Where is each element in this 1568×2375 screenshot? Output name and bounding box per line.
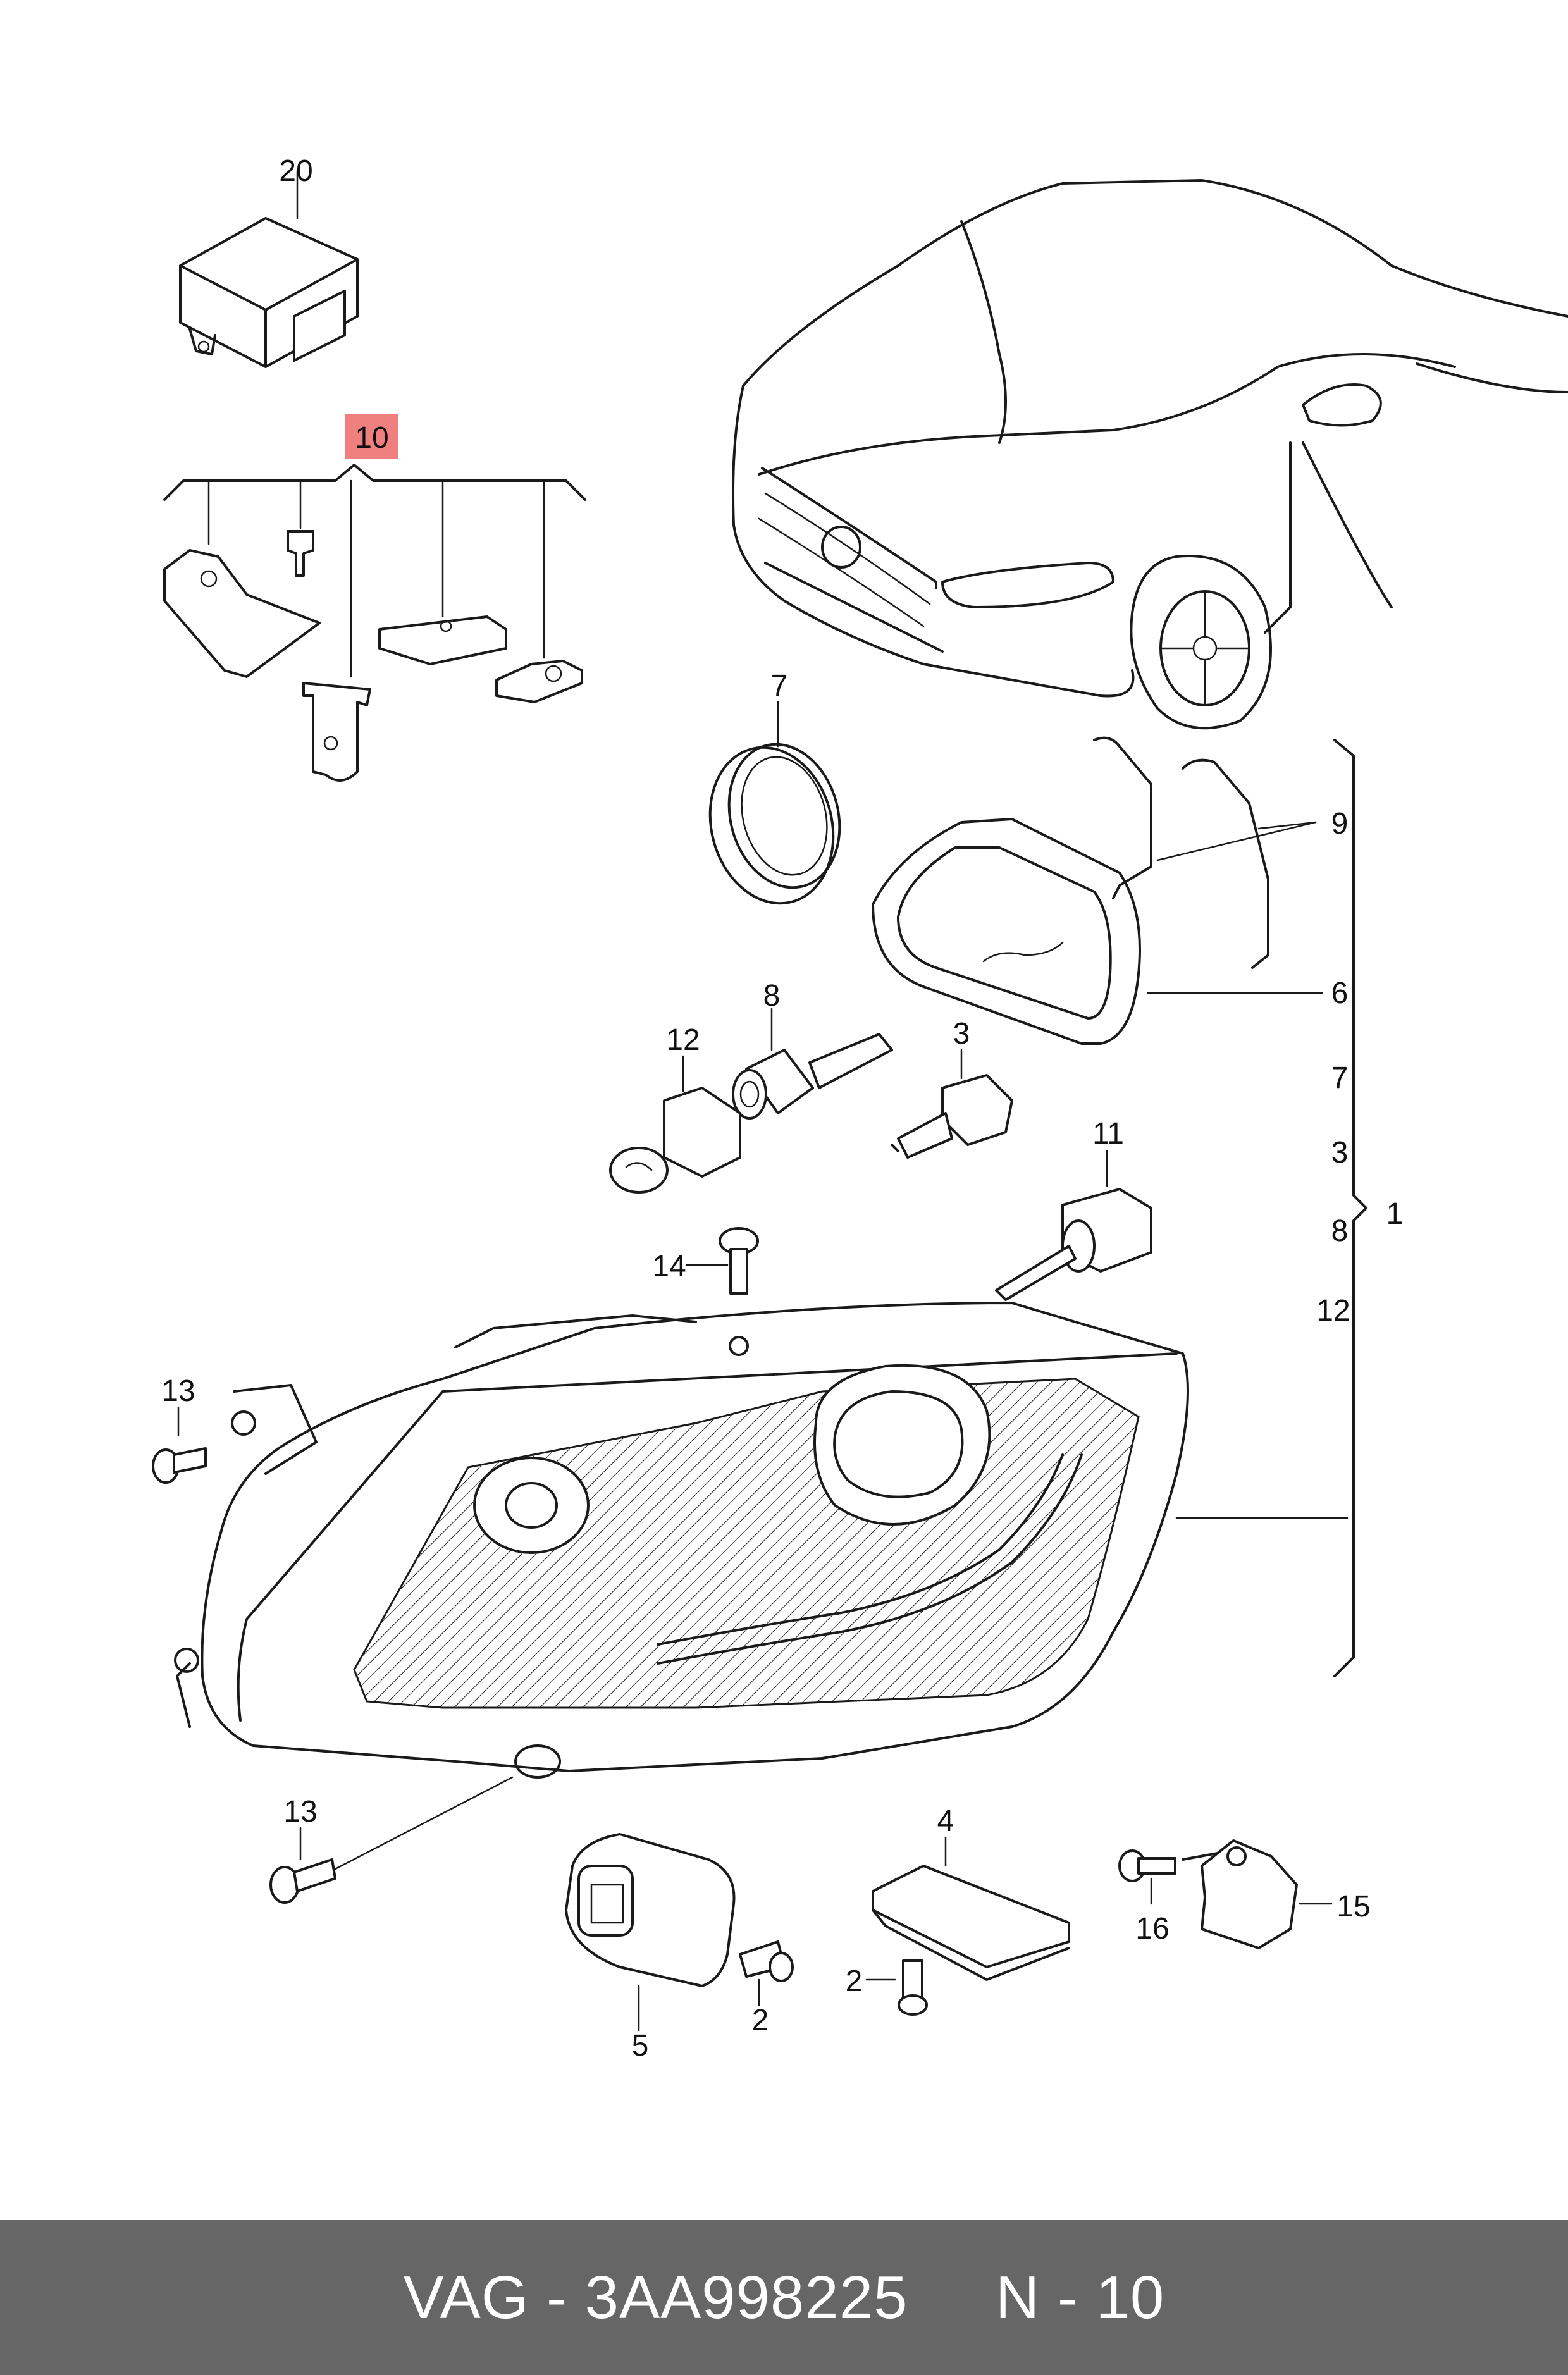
bulb-holder-12 (609, 1055, 741, 1194)
control-unit-20 (179, 170, 359, 368)
callout-16: 16 (1135, 1912, 1169, 1946)
callout-10: 10 (355, 421, 388, 455)
part-number-label: VAG - 3AA998225 N - 10 (403, 2263, 1165, 2331)
bulb-8 (732, 1008, 893, 1120)
callout-3: 3 (953, 1017, 970, 1051)
callout-7: 7 (771, 669, 788, 703)
callout-14: 14 (652, 1250, 686, 1283)
callout-15: 15 (1337, 1890, 1370, 1923)
callout-12: 12 (666, 1023, 700, 1057)
callout-11: 11 (1092, 1117, 1124, 1150)
callout-13-upper: 13 (161, 1374, 195, 1408)
assembly-bracket-1 (1333, 739, 1367, 1677)
control-unit-5 (565, 1833, 736, 2032)
footer-bar: VAG - 3AA998225 N - 10 (0, 2220, 1568, 2375)
screw-2-left (865, 1959, 928, 2016)
callout-1: 1 (1386, 1197, 1404, 1231)
headlight-assembly-1 (174, 1302, 1349, 1779)
control-module-4 (872, 1836, 1070, 1981)
bracket-label-8: 8 (1331, 1214, 1349, 1248)
callout-6: 6 (1331, 977, 1349, 1010)
bulb-socket-3 (891, 1049, 1013, 1159)
screw-13-upper (152, 1406, 207, 1484)
bracket-label-7: 7 (1331, 1061, 1349, 1095)
frame-6 (872, 818, 1323, 1045)
callout-4: 4 (937, 1804, 954, 1838)
springs-9 (1093, 736, 1317, 969)
bracket-15 (1182, 1839, 1333, 1949)
callout-20: 20 (279, 154, 312, 188)
cap-7 (708, 701, 841, 905)
xenon-bulb-11 (995, 1150, 1152, 1301)
highlight-10 (345, 414, 398, 459)
bracket-label-3: 3 (1331, 1136, 1349, 1169)
car-front-view (732, 179, 1568, 730)
callout-2-right: 2 (752, 2004, 769, 2037)
bracket-set-10 (163, 414, 586, 782)
callout-8: 8 (763, 979, 781, 1013)
callout-5: 5 (632, 2029, 649, 2063)
screw-2-right (739, 1940, 794, 2006)
callout-2-left: 2 (846, 1965, 863, 1998)
callout-9: 9 (1331, 807, 1349, 841)
callout-13-lower: 13 (283, 1795, 317, 1829)
screw-16 (1118, 1849, 1176, 1905)
bracket-label-12: 12 (1316, 1294, 1350, 1328)
screw-14 (685, 1227, 759, 1295)
screw-13-lower (269, 1776, 514, 1904)
